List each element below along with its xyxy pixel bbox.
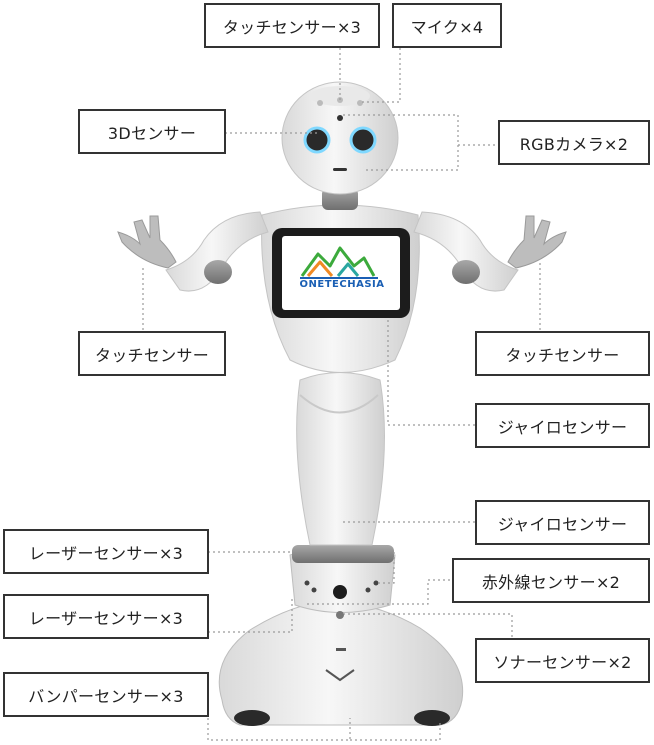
robot-waist-band: [292, 545, 394, 563]
label-rgb-camera: RGBカメラ×2: [498, 120, 650, 165]
base-camera: [333, 585, 347, 599]
robot-arm-right: [413, 211, 519, 292]
onetechasia-logo-icon: [300, 246, 378, 279]
robot-head: [281, 81, 399, 195]
robot-hand-left: [117, 215, 177, 269]
label-laser-2: レーザーセンサー×3: [3, 594, 209, 639]
robot-eye-right: [349, 126, 377, 154]
label-gyro-base: ジャイロセンサー: [475, 500, 650, 545]
robot-leg: [296, 372, 385, 546]
robot-mouth: [333, 168, 347, 171]
robot-wheel-right: [414, 710, 450, 726]
label-touch-left-hand: タッチセンサー: [78, 331, 226, 376]
robot-arm-left: [165, 211, 269, 292]
label-bumper: バンパーセンサー×3: [3, 672, 209, 717]
label-3d-sensor: 3Dセンサー: [78, 109, 226, 154]
base-chevron: [325, 669, 355, 682]
label-gyro-chest: ジャイロセンサー: [475, 403, 650, 448]
label-touch-right-hand: タッチセンサー: [475, 331, 650, 376]
robot-hand-right: [507, 215, 567, 269]
label-touch-head: タッチセンサー×3: [204, 3, 380, 48]
label-sonar: ソナーセンサー×2: [475, 638, 650, 683]
label-infrared: 赤外線センサー×2: [452, 558, 650, 603]
label-mic: マイク×4: [392, 3, 502, 48]
leader-lines: [142, 48, 541, 741]
label-laser-1: レーザーセンサー×3: [3, 529, 209, 574]
logo-text: ONETECHASIA: [299, 279, 385, 290]
robot-wheel-left: [234, 710, 270, 726]
base-slot: [336, 648, 346, 651]
sonar-front: [336, 611, 344, 619]
robot-eye-left: [303, 126, 331, 154]
